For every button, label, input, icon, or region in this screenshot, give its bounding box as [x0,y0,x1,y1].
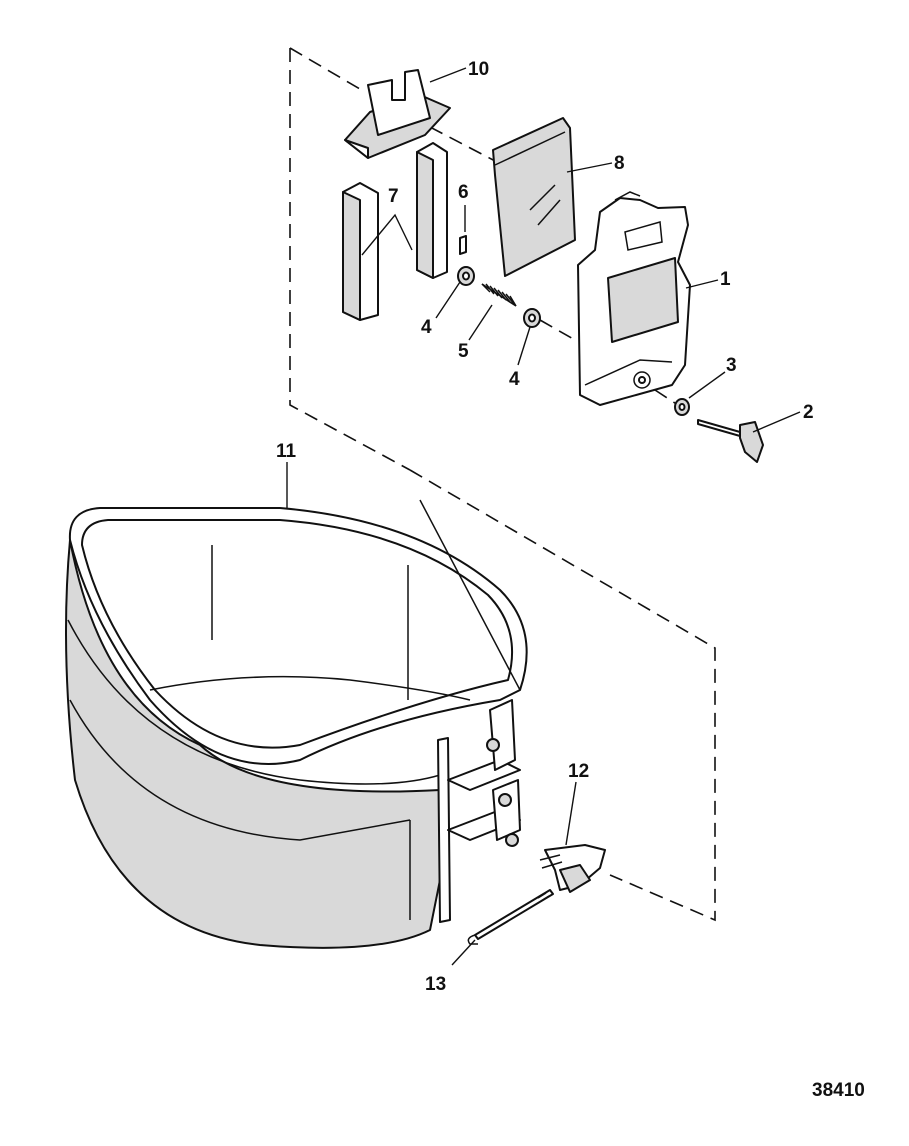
callout-6: 6 [458,182,469,203]
part-11-strap-band [65,499,528,949]
callout-10: 10 [468,59,489,80]
part-1-cover-plate [577,191,691,406]
callout-4b: 4 [509,369,520,390]
part-4-washer-a [457,266,475,286]
callout-12: 12 [568,761,589,782]
part-8-decal-sheet [492,117,576,277]
part-13-hook-rod [467,889,554,945]
callout-11: 11 [276,441,297,462]
callout-13: 13 [425,974,446,995]
callout-4a: 4 [421,317,432,338]
callout-2: 2 [803,402,814,423]
part-5-spring [481,283,517,307]
part-12-latch-clip [539,844,606,893]
leader-lines [286,67,801,966]
band-latch-hardware [437,699,521,923]
callout-8: 8 [614,153,625,174]
part-4-washer-b [523,308,541,328]
part-7-pads [342,142,448,321]
drawing-number: 38410 [812,1080,865,1101]
callout-3: 3 [726,355,737,376]
part-6-pin [459,235,467,255]
part-3-washer [674,398,690,416]
callout-1: 1 [720,269,731,290]
callout-5: 5 [458,341,469,362]
callout-labels: 10 8 6 7 1 4 5 3 4 2 11 12 13 38410 [276,59,865,1101]
callout-7: 7 [388,186,399,207]
part-10-bracket [344,69,451,159]
assembly-boundary [289,47,716,922]
part-2-knob-screw [697,419,764,463]
